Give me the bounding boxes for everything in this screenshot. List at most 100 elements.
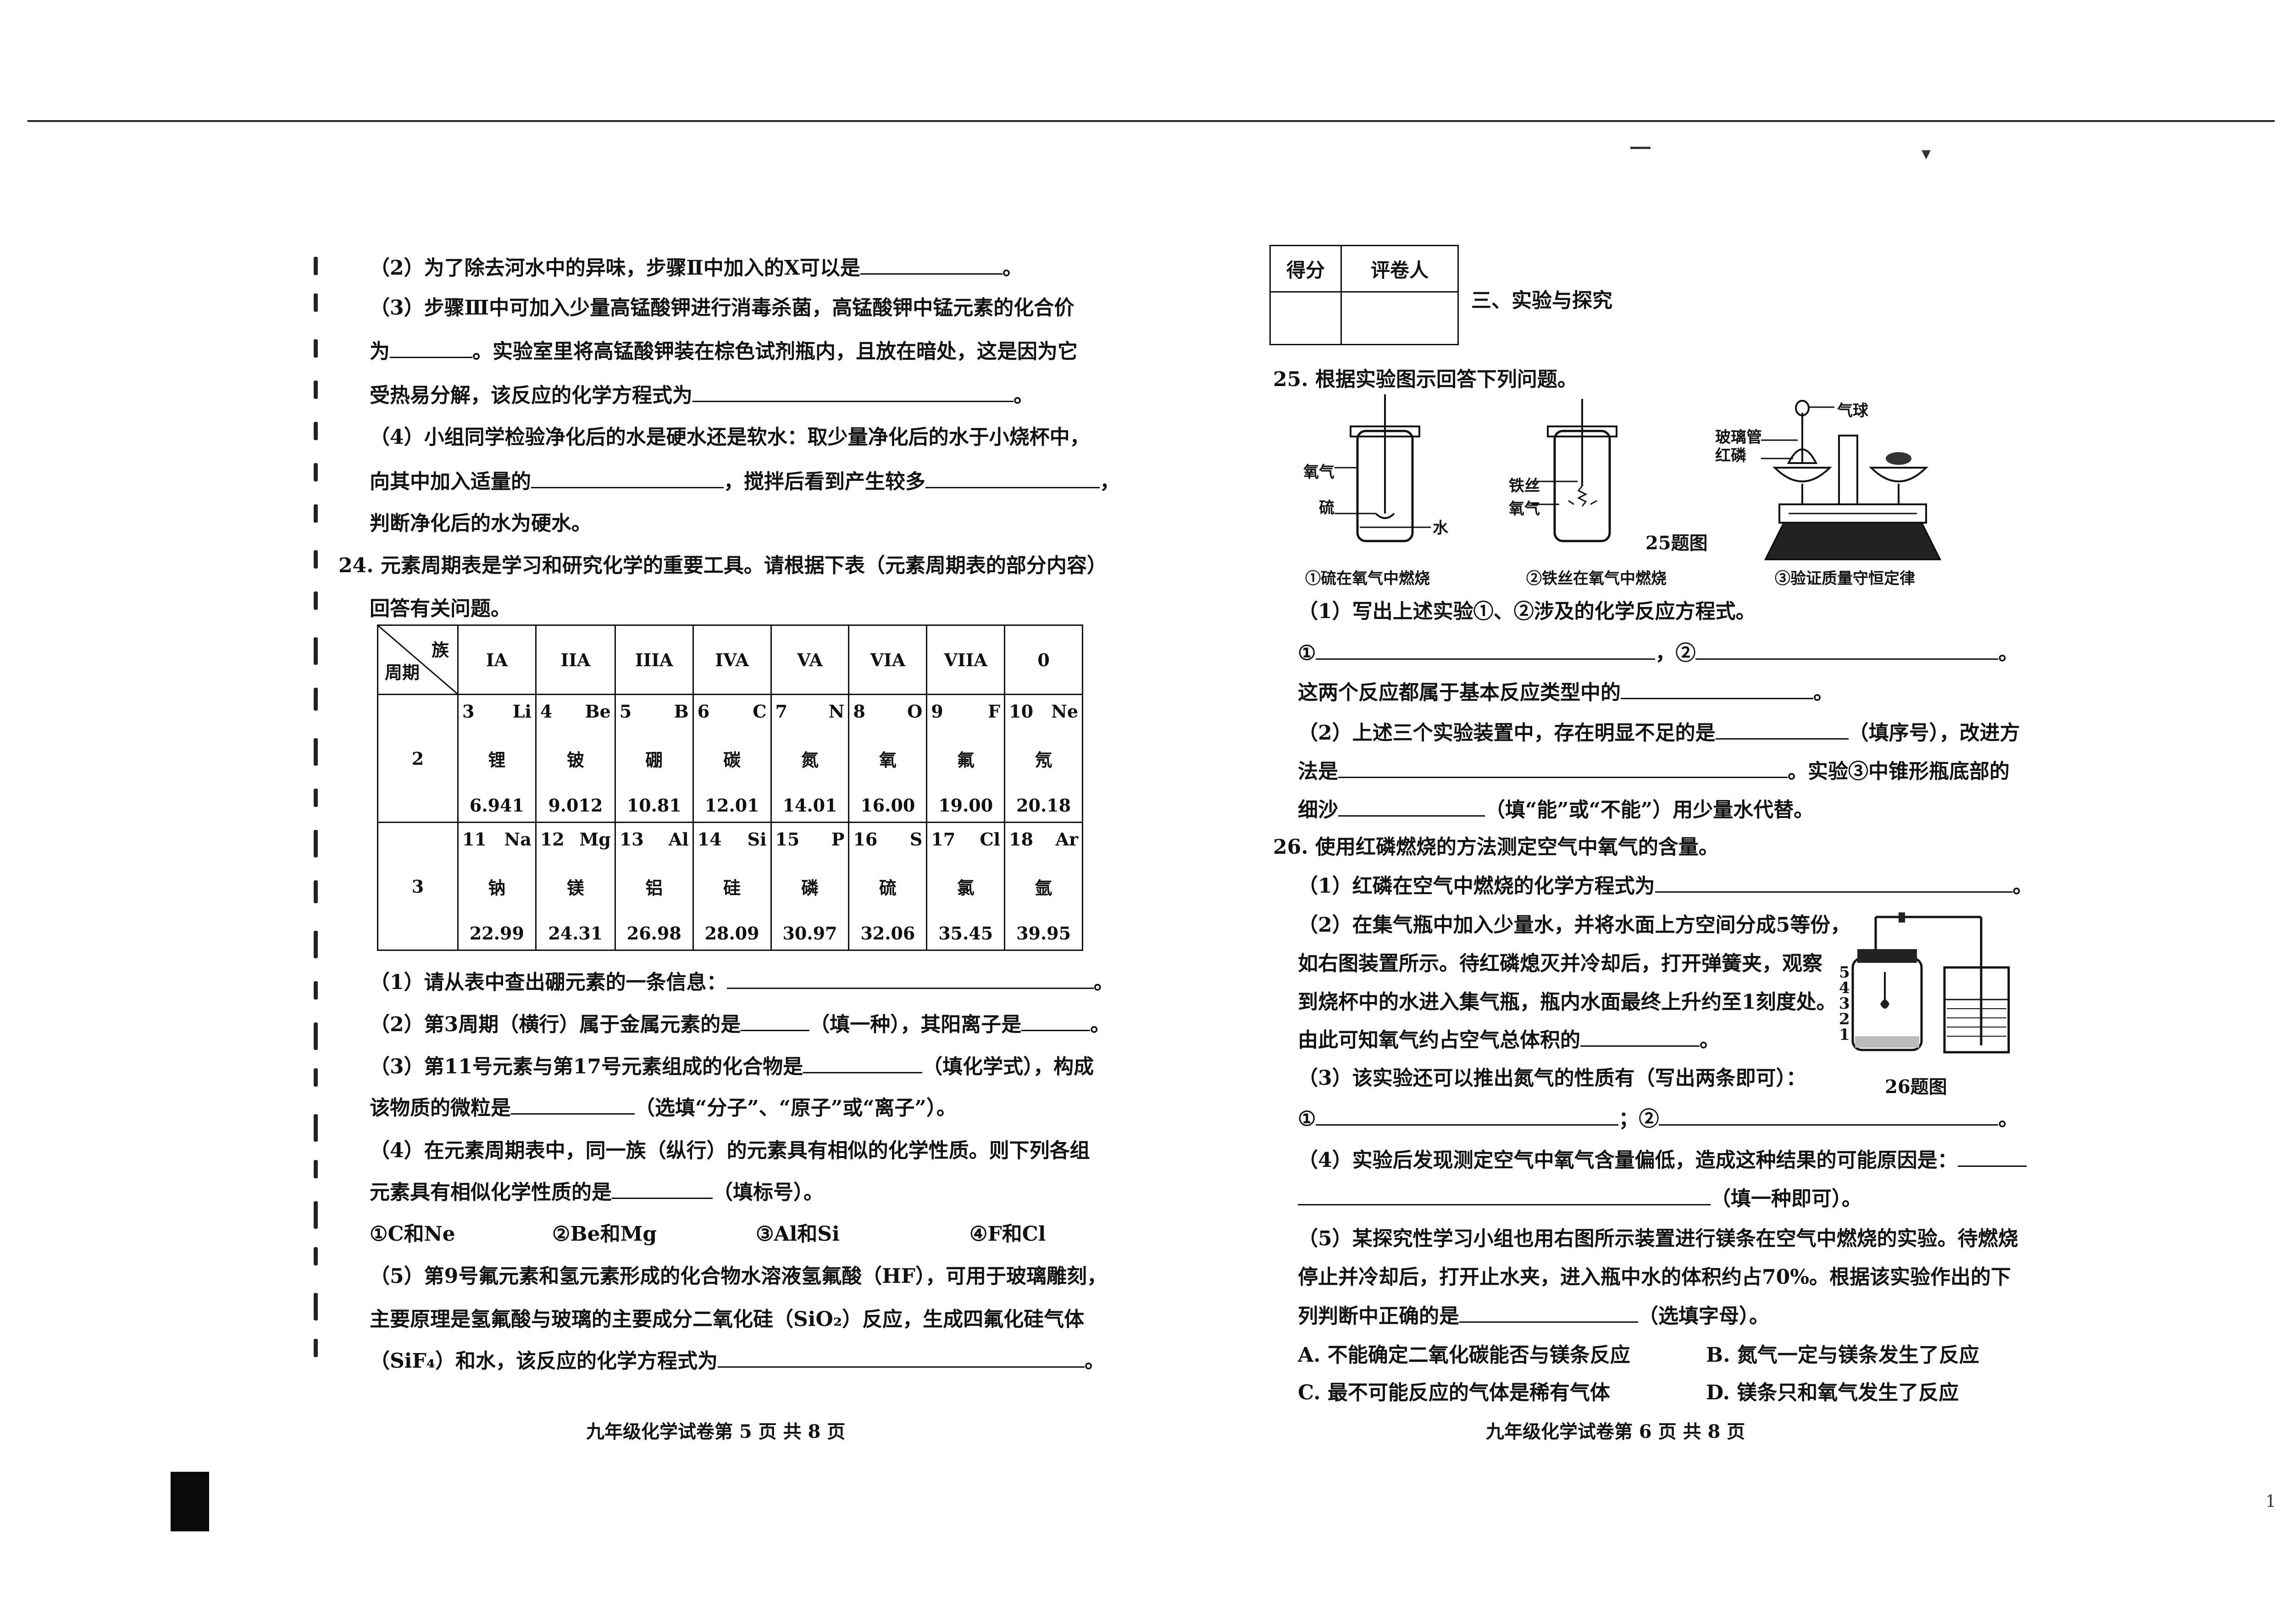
label-red-phosphorus: 红磷 (1715, 447, 1746, 465)
element-symbol: F (988, 701, 1001, 722)
grader-cell[interactable] (1340, 291, 1459, 345)
group-header: VIIA (926, 624, 1006, 695)
element-name: 氟 (957, 749, 975, 770)
atomic-number: 4 (540, 701, 553, 722)
atomic-number: 11 (462, 829, 487, 850)
group-header: IVA (692, 624, 772, 695)
answer-blank[interactable] (1298, 1186, 1711, 1205)
answer-blank[interactable] (1659, 1106, 1999, 1126)
answer-blank[interactable] (1021, 1011, 1091, 1031)
answer-blank[interactable] (511, 1095, 635, 1115)
element-name: 硼 (645, 749, 663, 770)
element-symbol: Mg (579, 829, 611, 850)
answer-blank[interactable] (803, 1054, 923, 1073)
answer-blank[interactable] (692, 382, 1014, 402)
q24-4-option-a: ①C和Ne (370, 1222, 455, 1246)
option-b[interactable]: B. 氮气一定与镁条发生了反应 (1706, 1343, 1979, 1367)
grader-label: 评卷人 (1340, 245, 1459, 293)
answer-blank[interactable] (1655, 873, 2013, 893)
binding-mark (314, 1114, 318, 1142)
binding-mark (314, 1201, 318, 1229)
scale-mark: 4 (1839, 979, 1850, 997)
option-c[interactable]: C. 最不可能反应的气体是稀有气体 (1298, 1381, 1610, 1404)
q26-4-line1: （4）实验后发现测定空气中氧气含量偏低，造成这种结果的可能原因是： (1298, 1147, 2027, 1173)
answer-blank[interactable] (726, 969, 1094, 989)
element-name: 锂 (488, 749, 506, 770)
element-symbol: Al (668, 829, 689, 850)
label-water: 水 (1433, 519, 1448, 537)
atomic-number: 13 (619, 829, 644, 850)
element-symbol: Be (585, 701, 611, 722)
atomic-number: 18 (1009, 829, 1034, 850)
q24-2: （2）第3周期（横行）属于金属元素的是（填一种），其阳离子是。 (370, 1011, 1110, 1038)
element-symbol: Na (504, 829, 532, 850)
atomic-mass: 19.00 (938, 795, 993, 816)
group-header: VA (770, 624, 850, 695)
answer-blank[interactable] (1695, 640, 1999, 660)
q23-3-line3: 受热易分解，该反应的化学方程式为。 (370, 382, 1034, 409)
scale-mark: 3 (1839, 994, 1850, 1013)
element-name: 氮 (801, 749, 819, 770)
answer-blank[interactable] (925, 469, 1100, 488)
element-name: 铝 (645, 877, 663, 898)
q25-1: （1）写出上述实验①、②涉及的化学反应方程式。 (1298, 600, 1756, 623)
corner-period-label: 周期 (385, 662, 420, 683)
element-symbol: S (909, 829, 923, 850)
scan-black-block (171, 1472, 209, 1531)
q24-5-line3: （SiF₄）和水，该反应的化学方程式为。 (370, 1348, 1105, 1374)
option-a[interactable]: A. 不能确定二氧化碳能否与镁条反应 (1298, 1343, 1630, 1367)
element-name: 氖 (1035, 749, 1052, 770)
label-balloon: 气球 (1837, 402, 1868, 420)
answer-blank[interactable] (1316, 1106, 1619, 1126)
binding-mark (314, 1160, 318, 1178)
q24-4-option-b: ②Be和Mg (552, 1222, 657, 1246)
binding-mark (314, 1022, 318, 1050)
answer-blank[interactable] (1715, 720, 1849, 740)
option-d[interactable]: D. 镁条只和氧气发生了反应 (1706, 1381, 1959, 1404)
atomic-mass: 9.012 (548, 795, 603, 816)
q24-4-option-c: ③Al和Si (756, 1222, 840, 1246)
answer-blank[interactable] (1338, 758, 1788, 778)
answer-blank[interactable] (1580, 1027, 1700, 1047)
figure-25 (1335, 394, 1942, 560)
period-label: 2 (377, 694, 459, 823)
margin-mark: 1 (2265, 1492, 2276, 1511)
answer-blank[interactable] (1338, 797, 1485, 817)
answer-blank[interactable] (1459, 1303, 1638, 1323)
label-oxygen-1: 氧气 (1303, 463, 1335, 481)
answer-blank[interactable] (1957, 1147, 2027, 1167)
scale-mark: 2 (1839, 1010, 1850, 1028)
answer-blank[interactable] (531, 469, 724, 488)
score-cell[interactable] (1269, 291, 1342, 345)
q23-4-line2: 向其中加入适量的，搅拌后看到产生较多， (370, 469, 1120, 495)
atomic-number: 10 (1009, 701, 1034, 722)
atomic-mass: 16.00 (860, 795, 915, 816)
element-symbol: B (674, 701, 689, 722)
answer-blank[interactable] (741, 1011, 810, 1031)
answer-blank[interactable] (860, 255, 1002, 275)
binding-mark (314, 591, 318, 610)
element-symbol: Ar (1055, 829, 1078, 850)
answer-blank[interactable] (1621, 679, 1813, 699)
answer-blank[interactable] (718, 1348, 1085, 1368)
binding-mark (314, 931, 318, 958)
answer-blank[interactable] (1316, 640, 1656, 660)
fig25-caption-1: ①硫在氧气中燃烧 (1305, 569, 1430, 588)
answer-blank[interactable] (612, 1179, 713, 1199)
page-footer-left: 九年级化学试卷第 5 页 共 8 页 (586, 1421, 846, 1442)
q26-1: （1）红磷在空气中燃烧的化学方程式为。 (1298, 873, 2033, 899)
q26-title: 26. 使用红磷燃烧的方法测定空气中氧气的含量。 (1273, 835, 1719, 859)
atomic-number: 8 (853, 701, 865, 722)
binding-mark (314, 688, 318, 711)
q23-3-line1: （3）步骤Ⅲ中可加入少量高锰酸钾进行消毒杀菌，高锰酸钾中锰元素的化合价 (370, 296, 1074, 320)
atomic-number: 16 (853, 829, 878, 850)
atomic-number: 9 (931, 701, 943, 722)
answer-blank[interactable] (390, 338, 472, 358)
atomic-number: 5 (619, 701, 632, 722)
corner-group-label: 族 (431, 640, 449, 660)
